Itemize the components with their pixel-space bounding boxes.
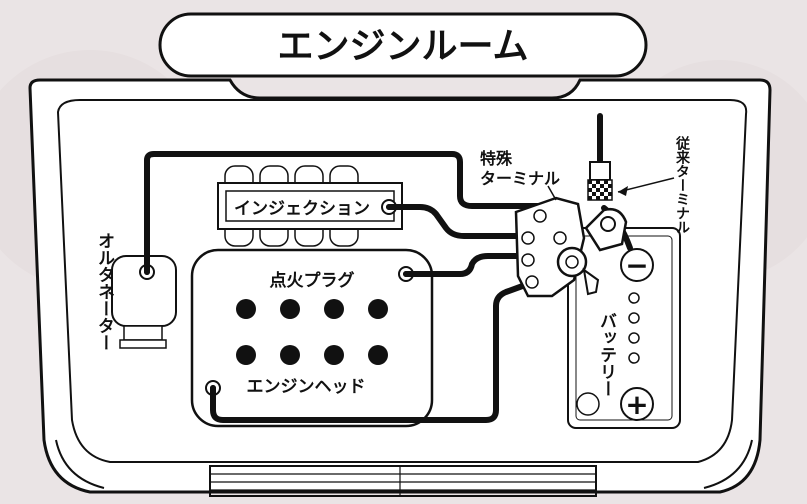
conventional-terminal: 従来ターミナル	[587, 135, 691, 234]
cables	[144, 113, 633, 423]
alternator: オルタネーター	[94, 232, 177, 351]
engine-head-cable	[210, 281, 531, 423]
conventional-terminal-label: 従来ターミナル	[674, 135, 691, 234]
page-title: エンジンルーム	[278, 26, 529, 67]
special-terminal-label-line2: ターミナル	[480, 169, 560, 188]
battery-cells	[628, 292, 640, 364]
spark-plug-label: 点火プラグ	[270, 270, 355, 291]
alternator-cable	[144, 151, 551, 275]
spark-plug-cable	[403, 253, 531, 277]
battery-label: バッテリー	[596, 312, 617, 397]
injection-unit: インジェクション	[217, 165, 403, 247]
injection-cable	[386, 204, 531, 239]
minus-symbol: −	[625, 249, 648, 282]
injection-label: インジェクション	[234, 199, 370, 219]
front-grille	[209, 465, 597, 497]
engine-head: 点火プラグ エンジンヘッド	[190, 248, 434, 428]
spark-plugs	[236, 299, 388, 365]
engine-head-label: エンジンヘッド	[247, 377, 366, 397]
special-terminal: 特殊 ターミナル	[480, 149, 628, 298]
title-banner: エンジンルーム	[158, 12, 648, 78]
special-terminal-label-line1: 特殊	[480, 149, 513, 168]
alternator-label: オルタネーター	[94, 232, 115, 351]
plus-symbol: +	[625, 388, 648, 421]
